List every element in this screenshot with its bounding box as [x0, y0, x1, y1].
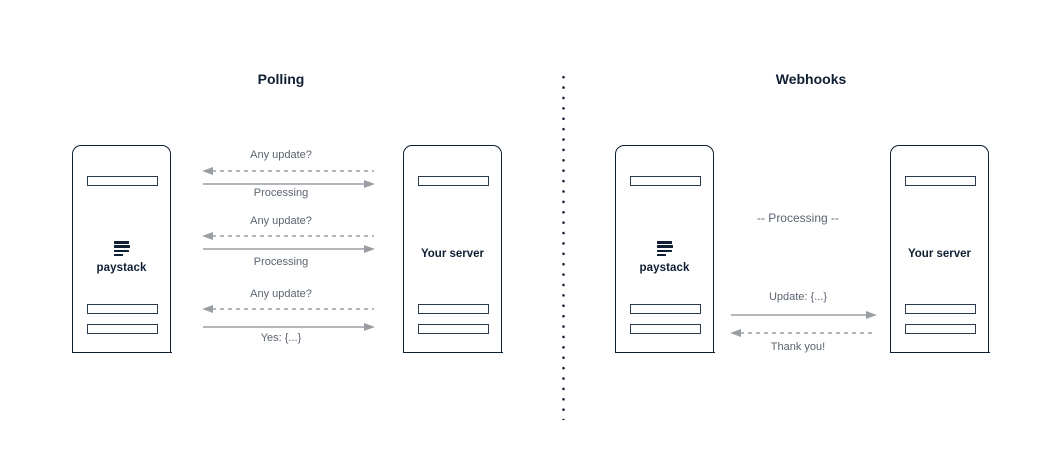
server-slot: [905, 176, 976, 186]
server-slot: [87, 176, 158, 186]
arrow-left-dashed-icon: [202, 305, 374, 313]
your-server-polling: Your server: [402, 145, 503, 353]
paystack-logo-icon: [656, 241, 673, 257]
arrow-right-solid-icon: [203, 323, 375, 331]
your-server-label: Your server: [907, 248, 972, 260]
section-divider: [562, 72, 565, 420]
server-slot: [418, 176, 489, 186]
server-slot: [630, 304, 701, 314]
paystack-server-webhooks: paystack: [614, 145, 715, 353]
message-label: Any update?: [250, 215, 312, 227]
server-slot: [905, 324, 976, 334]
arrow-right-solid-icon: [731, 311, 877, 319]
server-slot: [418, 324, 489, 334]
webhooks-title: Webhooks: [775, 71, 847, 87]
processing-status: -- Processing --: [756, 211, 839, 225]
server-slot: [418, 304, 489, 314]
your-server-label: Your server: [420, 248, 485, 260]
message-label: Any update?: [250, 149, 312, 161]
message-label: Any update?: [250, 288, 312, 300]
arrow-left-dashed-icon: [730, 329, 876, 337]
paystack-logo: paystack: [616, 241, 713, 274]
arrow-left-dashed-icon: [202, 232, 374, 240]
message-label: Update: {...}: [768, 291, 828, 303]
server-slot: [87, 304, 158, 314]
your-server-webhooks: Your server: [889, 145, 990, 353]
paystack-wordmark: paystack: [639, 262, 690, 274]
polling-title: Polling: [257, 71, 305, 87]
paystack-wordmark: paystack: [96, 262, 147, 274]
arrow-right-solid-icon: [203, 245, 375, 253]
server-slot: [630, 324, 701, 334]
paystack-server-polling: paystack: [71, 145, 172, 353]
arrow-left-dashed-icon: [202, 167, 374, 175]
server-slot: [905, 304, 976, 314]
server-slot: [630, 176, 701, 186]
message-label: Processing: [253, 256, 309, 268]
server-slot: [87, 324, 158, 334]
arrow-right-solid-icon: [203, 180, 375, 188]
message-label: Yes: {...}: [260, 332, 302, 344]
message-label: Thank you!: [770, 341, 826, 353]
message-label: Processing: [253, 187, 309, 199]
paystack-logo: paystack: [73, 241, 170, 274]
paystack-logo-icon: [113, 241, 130, 257]
